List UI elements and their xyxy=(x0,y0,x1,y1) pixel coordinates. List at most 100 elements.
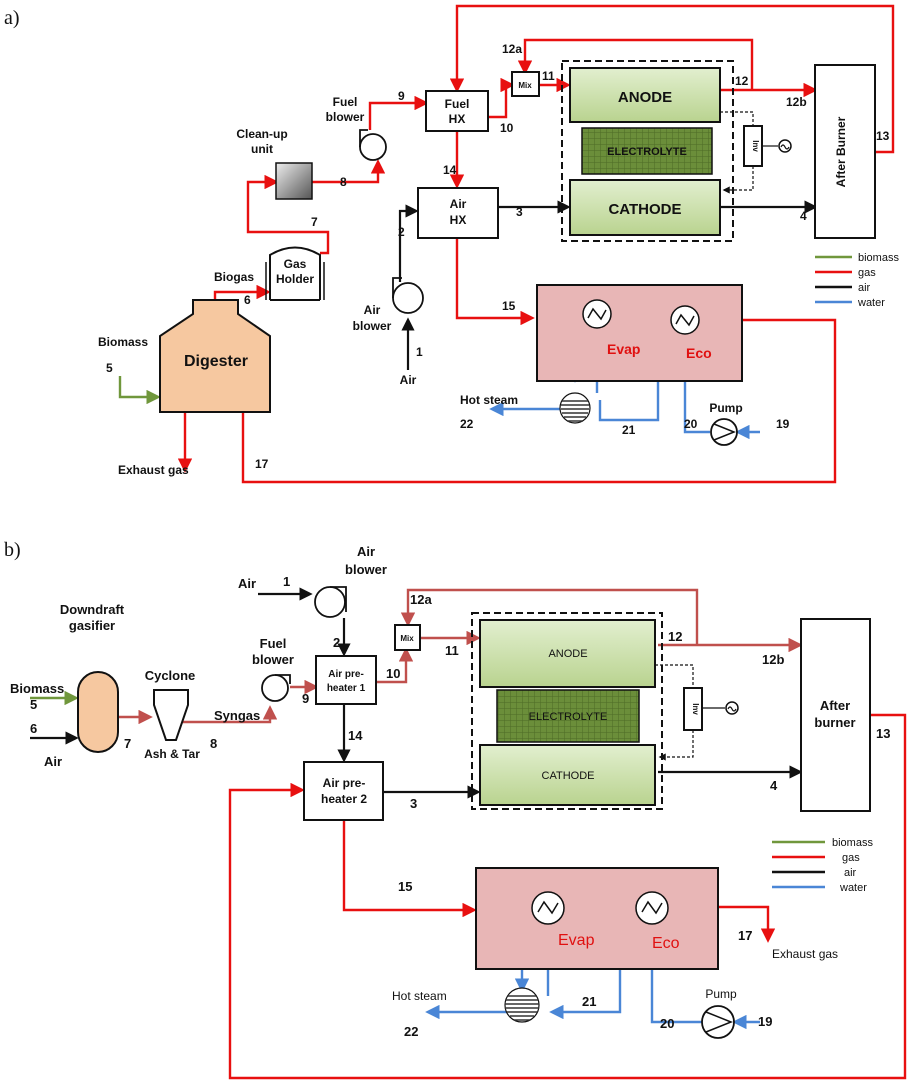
pump-a-label: Pump xyxy=(709,401,742,415)
eco-exchanger-icon-b xyxy=(635,891,669,925)
preheater2-b xyxy=(303,761,384,821)
stream-8-line xyxy=(312,159,386,184)
stream-7-line xyxy=(246,174,330,255)
inv-wire-b-bottom xyxy=(658,730,694,761)
panel-a: a) Fuel HX Air HX xyxy=(4,4,899,484)
stream-12a-a: 12a xyxy=(502,42,522,56)
stream-7-b: 7 xyxy=(124,736,131,751)
stream-5-b: 5 xyxy=(30,697,37,712)
panel-a-tag: a) xyxy=(4,7,20,29)
fuel-hx-a xyxy=(425,90,489,132)
stream-15b-line xyxy=(342,820,477,918)
fuel-blower-a-label-2: blower xyxy=(326,110,365,124)
gasifier-b xyxy=(77,671,119,753)
mix-a xyxy=(511,71,540,97)
stream-22-b: 22 xyxy=(404,1024,418,1039)
preheater2-b-label-2: heater 2 xyxy=(321,792,367,806)
air-hx-a xyxy=(417,187,499,239)
exhaust-gas-a-label: Exhaust gas xyxy=(118,463,189,477)
stream-19-b: 19 xyxy=(758,1014,772,1029)
after-burner-b xyxy=(800,618,871,812)
stream-8b-line xyxy=(172,705,278,724)
inverter-b-label: Inv xyxy=(691,703,700,715)
hrsg-b xyxy=(475,867,719,970)
stream-13-b: 13 xyxy=(876,726,890,741)
stream-4-a: 4 xyxy=(800,209,807,223)
stream-7-a: 7 xyxy=(311,215,318,229)
stream-9-line xyxy=(368,95,429,130)
stream-9-b: 9 xyxy=(302,691,309,706)
gas-holder-a-label-1: Gas xyxy=(284,257,307,271)
air-hx-a-label-2: HX xyxy=(450,213,467,227)
after-burner-a-label: After Burner xyxy=(834,116,848,187)
preheater1-b-label-1: Air pre- xyxy=(328,669,364,680)
stream-5-line xyxy=(118,376,161,405)
stream-21-a: 21 xyxy=(622,423,636,437)
stream-1-b: 1 xyxy=(283,574,290,589)
gasifier-b-label-1: Downdraft xyxy=(60,602,125,617)
stream-5-a: 5 xyxy=(106,361,113,375)
stream-17-a: 17 xyxy=(255,457,269,471)
cyclone-icon-b xyxy=(153,689,189,741)
inverter-b xyxy=(683,687,703,731)
legend-a-gas: gas xyxy=(858,267,876,279)
stream-1-a: 1 xyxy=(416,345,423,359)
gas-holder-a xyxy=(265,246,325,301)
stream-21-b: 21 xyxy=(582,994,596,1009)
eco-b-label: Eco xyxy=(652,935,680,952)
air-blower-a-label-1: Air xyxy=(364,303,381,317)
legend-a-water: water xyxy=(857,297,885,309)
legend-b-gas: gas xyxy=(842,852,860,864)
inv-wire-a-bottom xyxy=(722,166,754,194)
fuel-blower-b-label-1: Fuel xyxy=(260,636,287,651)
legend-b-water: water xyxy=(839,882,867,894)
stream-6-b: 6 xyxy=(30,721,37,736)
anode-a xyxy=(569,67,721,123)
anode-b xyxy=(479,619,656,688)
air-left-b-label: Air xyxy=(44,754,62,769)
gas-holder-a-label-2: Holder xyxy=(276,272,314,286)
legend-b-biomass: biomass xyxy=(832,837,873,849)
legend-b: biomass gas air water xyxy=(772,837,873,894)
stream-11-b: 11 xyxy=(445,643,459,658)
digester-a-label: Digester xyxy=(184,353,248,370)
cleanup-unit-a xyxy=(275,162,313,200)
cleanup-a-label-1: Clean-up xyxy=(236,127,287,141)
legend-a: biomass gas air water xyxy=(815,252,899,309)
stream-2-line xyxy=(398,204,419,282)
exhaust-gas-b-label: Exhaust gas xyxy=(772,947,838,961)
stream-13-a: 13 xyxy=(876,129,890,143)
stream-15-b: 15 xyxy=(398,879,412,894)
pump-icon-b xyxy=(701,1005,735,1039)
stream-17-line xyxy=(235,318,837,484)
stream-15-a: 15 xyxy=(502,299,516,313)
stream-3-b: 3 xyxy=(410,796,417,811)
after-burner-a xyxy=(814,64,876,239)
inv-wire-a-top xyxy=(720,111,754,126)
electrolyte-a xyxy=(581,127,713,175)
fuel-blower-b-label-2: blower xyxy=(252,652,294,667)
biogas-a-label: Biogas xyxy=(214,270,254,284)
stream-14-a: 14 xyxy=(443,163,457,177)
eco-exchanger-icon-a xyxy=(670,305,700,335)
biomass-a-label: Biomass xyxy=(98,335,148,349)
fuel-blower-icon-a xyxy=(359,129,387,161)
biomass-b-label: Biomass xyxy=(10,681,64,696)
stream-10-line xyxy=(488,77,515,119)
stream-4-b: 4 xyxy=(770,778,778,793)
legend-a-air: air xyxy=(858,282,871,294)
stream-9-a: 9 xyxy=(398,89,405,103)
stream-12a-b: 12a xyxy=(410,592,432,607)
air-blower-b-label-2: blower xyxy=(345,562,387,577)
cathode-b xyxy=(479,744,656,806)
cathode-a-label: CATHODE xyxy=(608,201,681,218)
preheater1-b xyxy=(315,655,377,705)
stream-20-a: 20 xyxy=(684,417,698,431)
stack-b xyxy=(471,612,663,810)
stream-3-a: 3 xyxy=(516,205,523,219)
mix-b xyxy=(394,624,421,651)
stream-15-line xyxy=(455,238,535,326)
fuel-hx-a-label-1: Fuel xyxy=(445,97,470,111)
stream-13b-line xyxy=(228,713,907,1080)
